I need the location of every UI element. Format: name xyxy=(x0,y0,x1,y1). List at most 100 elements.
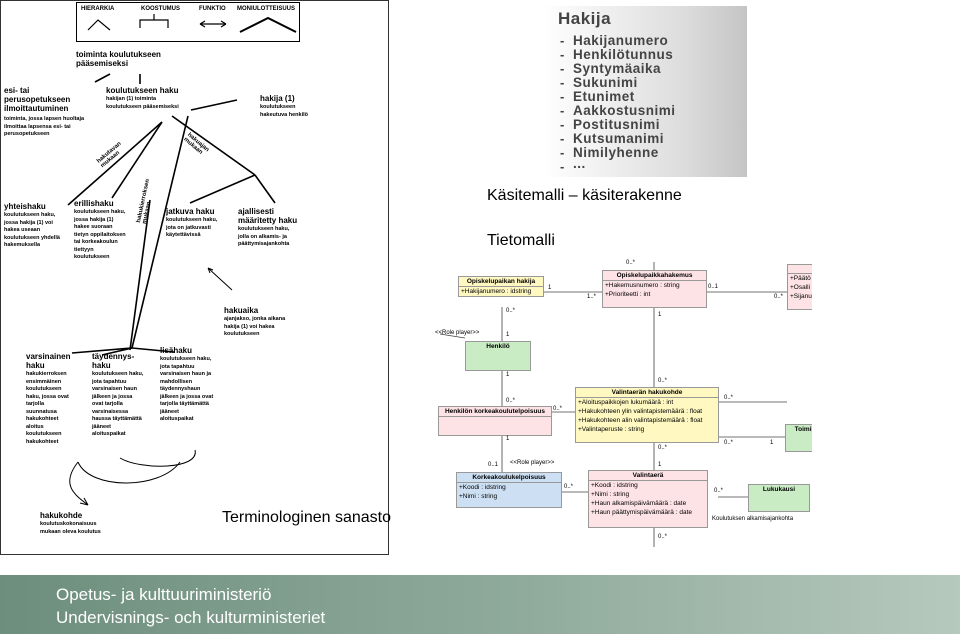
multiplicity: 0..* xyxy=(506,398,516,404)
class-opiskelupaikkahakemus: Opiskelupaikkahakemus +Hakemusnumero : s… xyxy=(602,270,707,308)
class-korkeakoulukelpoisuus: Korkeakoulukelpoisuus +Koodi : idstring … xyxy=(456,472,562,508)
node-taydennys-title: täydennys- haku xyxy=(92,352,135,370)
class-attr: +Nimi : string xyxy=(591,491,630,498)
concept-attr: Postitusnimi xyxy=(573,117,661,132)
footer-banner: Opetus- ja kulttuuriministeriö Undervisn… xyxy=(0,575,960,634)
node-erillis-title: erillishaku xyxy=(74,199,114,208)
class-right-pink: +Päätö +Osalli +Sijanu xyxy=(787,264,812,310)
node-hakukohde-desc: koulutuskokonaisuus mukaan oleva koulutu… xyxy=(40,521,101,535)
node-hakija-title: hakija (1) xyxy=(260,94,295,103)
terminology-caption: Terminologinen sanasto xyxy=(222,509,391,526)
legend-hierarkia: HIERARKIA xyxy=(81,6,115,12)
multiplicity: 0..* xyxy=(658,534,668,540)
node-erillis-desc: koulutukseen haku, jossa hakija (1) hake… xyxy=(74,209,126,260)
multiplicity: 0..* xyxy=(658,378,668,384)
class-opiskelupaikan-hakija: Opiskelupaikan hakija +Hakijanumero : id… xyxy=(458,276,544,297)
node-lisa-title: lisähaku xyxy=(160,346,193,355)
class-attr: +Hakijanumero : idstring xyxy=(461,288,532,295)
class-title: Valintaerä xyxy=(589,471,707,481)
multiplicity: 0..* xyxy=(724,440,734,446)
node-lisa-desc: koulutukseen haku, jota tapahtuu varsina… xyxy=(160,356,214,422)
class-attr: +Aloituspaikkojen lukumäärä : int xyxy=(578,399,674,406)
class-lukukausi: Lukukausi xyxy=(748,484,810,512)
terminology-legend: HIERARKIA KOOSTUMUS FUNKTIO MONIULOTTEIS… xyxy=(76,2,300,42)
node-varsinainen-desc: hakukierroksen ensimmäinen koulutukseen … xyxy=(26,371,69,445)
node-koulutus-title: koulutukseen haku xyxy=(106,86,179,95)
node-ajallisesti-desc: koulutukseen haku, jolla on alkamis- ja … xyxy=(238,226,290,247)
class-attr: +Hakukohteen alin valintapistemäärä : fl… xyxy=(578,417,703,424)
class-attr: +Päätö xyxy=(790,275,811,282)
node-hakuaika-desc: ajanjakso, jonka aikana hakija (1) voi h… xyxy=(224,316,286,337)
node-koulutus-desc: hakijan (1) toiminta koulutukseen pääsem… xyxy=(106,96,179,110)
concept-attr: ... xyxy=(573,156,586,171)
footer-ministry-fi: Opetus- ja kulttuuriministeriö xyxy=(56,585,272,604)
class-attr: +Sijanu xyxy=(790,293,812,300)
multiplicity: 0..* xyxy=(714,488,724,494)
class-title: Korkeakoulukelpoisuus xyxy=(457,473,561,483)
class-attr: +Koodi : idstring xyxy=(591,482,638,489)
concept-attr: Nimilyhenne xyxy=(573,145,659,160)
dash-icon: - xyxy=(560,75,565,90)
class-valintaera: Valintaerä +Koodi : idstring +Nimi : str… xyxy=(588,470,708,528)
node-esi-title: esi- tai perusopetukseen ilmoittautumine… xyxy=(4,86,71,113)
dash-icon: - xyxy=(560,159,565,174)
class-title: Opiskelupaikkahakemus xyxy=(603,271,706,281)
dash-icon: - xyxy=(560,117,565,132)
class-title: Henkilö xyxy=(486,343,510,350)
multiplicity: 1 xyxy=(658,462,662,468)
edge-label: Koulutuksen alkamisajankohta xyxy=(712,516,794,522)
node-taydennys-desc: koulutukseen haku, jota tapahtuu varsina… xyxy=(92,371,144,437)
multiplicity: 0..* xyxy=(506,308,516,314)
dash-icon: - xyxy=(560,61,565,76)
node-root-title: toiminta koulutukseen pääsemiseksi xyxy=(76,50,161,68)
multiplicity: 0..* xyxy=(626,260,636,266)
node-esi-desc: toiminta, jossa lapsen huoltaja ilmoitta… xyxy=(4,116,85,137)
node-ajallisesti-title: ajallisesti määritetty haku xyxy=(238,207,298,225)
terminology-diagram: HIERARKIA KOOSTUMUS FUNKTIO MONIULOTTEIS… xyxy=(0,0,389,555)
node-jatkuva-title: jatkuva haku xyxy=(166,207,215,216)
concept-title: Hakija xyxy=(558,9,612,28)
concept-attr: Hakijanumero xyxy=(573,33,669,48)
class-attr: +Osalli xyxy=(790,284,811,291)
legend-funktio: FUNKTIO xyxy=(199,6,226,12)
role-label: <<Role player>> xyxy=(510,460,555,466)
terminology-lines xyxy=(67,14,297,506)
multiplicity: 0..* xyxy=(564,484,574,490)
class-attr: +Koodi : idstring xyxy=(459,484,506,491)
uml-lines xyxy=(439,262,787,547)
concept-attr: Kutsumanimi xyxy=(573,131,665,146)
class-attr: +Prioriteetti : int xyxy=(605,291,651,298)
multiplicity: 0..* xyxy=(724,395,734,401)
node-yhteis-title: yhteishaku xyxy=(4,202,46,211)
node-hakukohde-title: hakukohde xyxy=(40,511,83,520)
concept-attr: Syntymäaika xyxy=(573,61,662,76)
node-yhteis-desc: koulutukseen haku, jossa hakija (1) voi … xyxy=(4,212,60,248)
footer-ministry-sv: Undervisnings- och kulturministeriet xyxy=(56,608,326,627)
node-varsinainen-title: varsinainen haku xyxy=(26,352,71,370)
class-title xyxy=(788,265,812,274)
multiplicity: 1 xyxy=(506,372,510,378)
multiplicity: 0..* xyxy=(658,445,668,451)
multiplicity: 0..1 xyxy=(488,462,499,468)
concept-caption: Käsitemalli – käsiterakenne xyxy=(487,187,682,204)
class-attr: +Valintaperuste : string xyxy=(578,426,645,433)
node-jatkuva-desc: koulutukseen haku, jota on jatkuvasti kä… xyxy=(166,217,218,238)
class-henkilo: Henkilö xyxy=(465,341,531,371)
class-attr: +Hakukohteen ylin valintapistemäärä : fl… xyxy=(578,408,703,415)
dash-icon: - xyxy=(560,145,565,160)
concept-attr: Etunimet xyxy=(573,89,635,104)
multiplicity: 1 xyxy=(770,440,774,446)
multiplicity: 1 xyxy=(506,436,510,442)
class-title: Henkilön korkeakoulutelpoisuus xyxy=(439,407,551,417)
class-title: Lukukausi xyxy=(762,486,796,493)
class-attr: +Nimi : string xyxy=(459,493,498,500)
role-label: <<Role player>> xyxy=(435,330,480,336)
dash-icon: - xyxy=(560,103,565,118)
data-model-caption: Tietomalli xyxy=(487,232,555,249)
concept-attr: Sukunimi xyxy=(573,75,638,90)
class-attr: +Haun päättymispäivämäärä : date xyxy=(591,509,692,516)
legend-moniulotteisuus: MONIULOTTEISUUS xyxy=(237,6,295,12)
class-attr: +Haun alkamispäivämäärä : date xyxy=(591,500,687,507)
class-henkilon-korkeakoulutelpoisuus: Henkilön korkeakoulutelpoisuus xyxy=(438,406,552,436)
multiplicity: 1..* xyxy=(587,294,597,300)
